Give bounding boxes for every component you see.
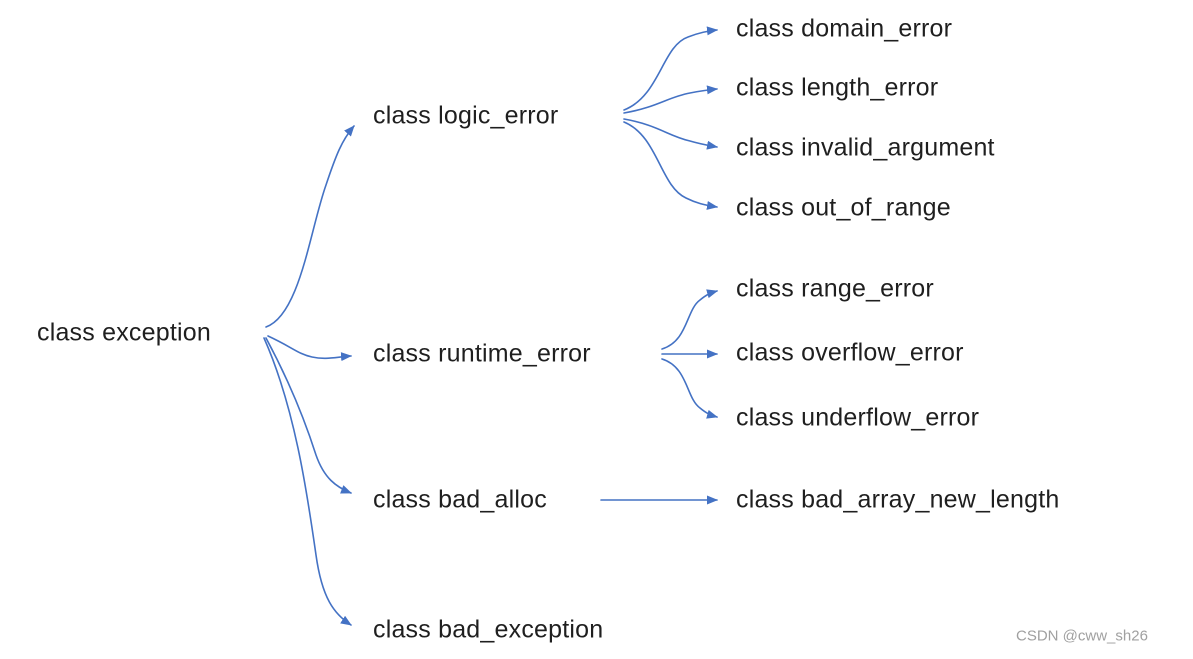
node-overflow-error: class overflow_error — [736, 338, 964, 367]
edge-logic-invalid-argument — [623, 118, 718, 150]
node-logic-error: class logic_error — [373, 101, 559, 130]
node-runtime-error: class runtime_error — [373, 339, 591, 368]
node-bad-alloc: class bad_alloc — [373, 485, 547, 514]
edge-logic-length-error — [623, 85, 718, 114]
node-invalid-argument: class invalid_argument — [736, 133, 995, 162]
edge-runtime-range-error — [661, 289, 718, 350]
node-range-error: class range_error — [736, 274, 934, 303]
edge-exception-bad-exception — [263, 337, 352, 626]
node-underflow-error: class underflow_error — [736, 403, 980, 432]
node-exception: class exception — [37, 318, 211, 347]
node-domain-error: class domain_error — [736, 14, 953, 43]
node-bad-array-new-length: class bad_array_new_length — [736, 485, 1060, 514]
edge-runtime-underflow-error — [661, 358, 718, 419]
edge-logic-domain-error — [623, 26, 718, 111]
edge-logic-out-of-range — [623, 121, 718, 210]
edge-exception-logic-error — [265, 125, 355, 328]
node-out-of-range: class out_of_range — [736, 193, 951, 222]
edge-exception-bad-alloc — [265, 337, 352, 494]
node-bad-exception: class bad_exception — [373, 615, 604, 644]
node-length-error: class length_error — [736, 73, 939, 102]
csdn-watermark: CSDN @cww_sh26 — [1016, 627, 1148, 645]
edge-exception-runtime-error — [267, 335, 352, 362]
